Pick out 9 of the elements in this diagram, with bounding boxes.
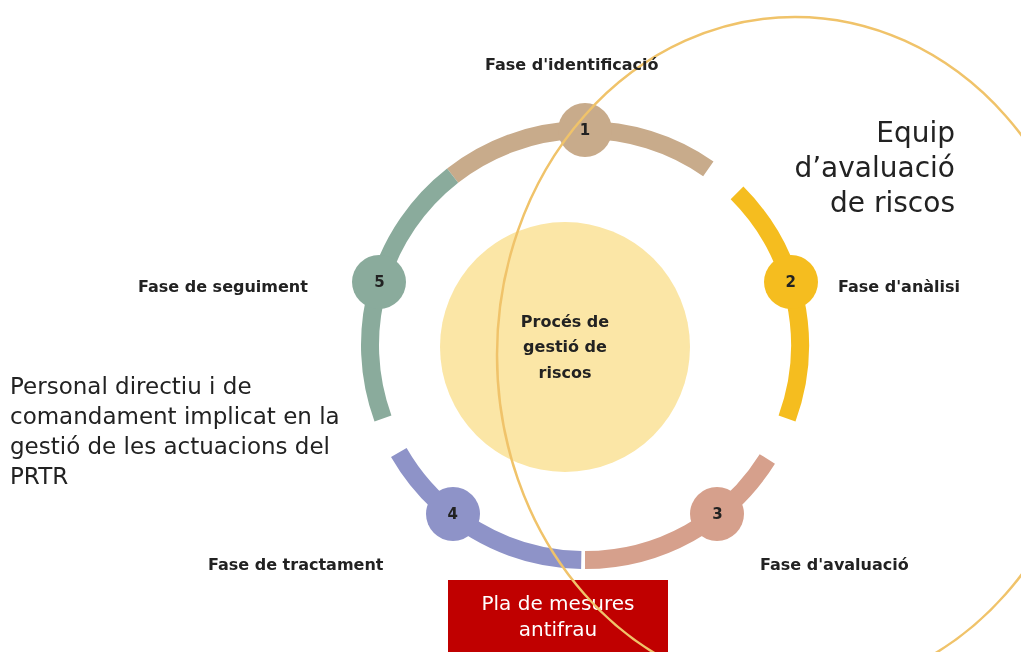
phase-label: Fase d'avaluació <box>760 555 909 574</box>
group-title: Equip d’avaluació de riscos <box>793 115 955 220</box>
phase-number-circle: 4 <box>425 487 480 542</box>
phase-label: Fase de tractament <box>208 555 384 574</box>
note-text: Personal directiu i de comandament implicat en la gestió de les actuacions del PRTR <box>10 372 340 491</box>
center-title: Procés de gestió de riscos <box>519 310 611 384</box>
phase-label: Fase de seguiment <box>138 277 308 296</box>
phase-number-circle: 5 <box>352 255 407 310</box>
phase-label: Fase d'anàlisi <box>838 277 961 296</box>
